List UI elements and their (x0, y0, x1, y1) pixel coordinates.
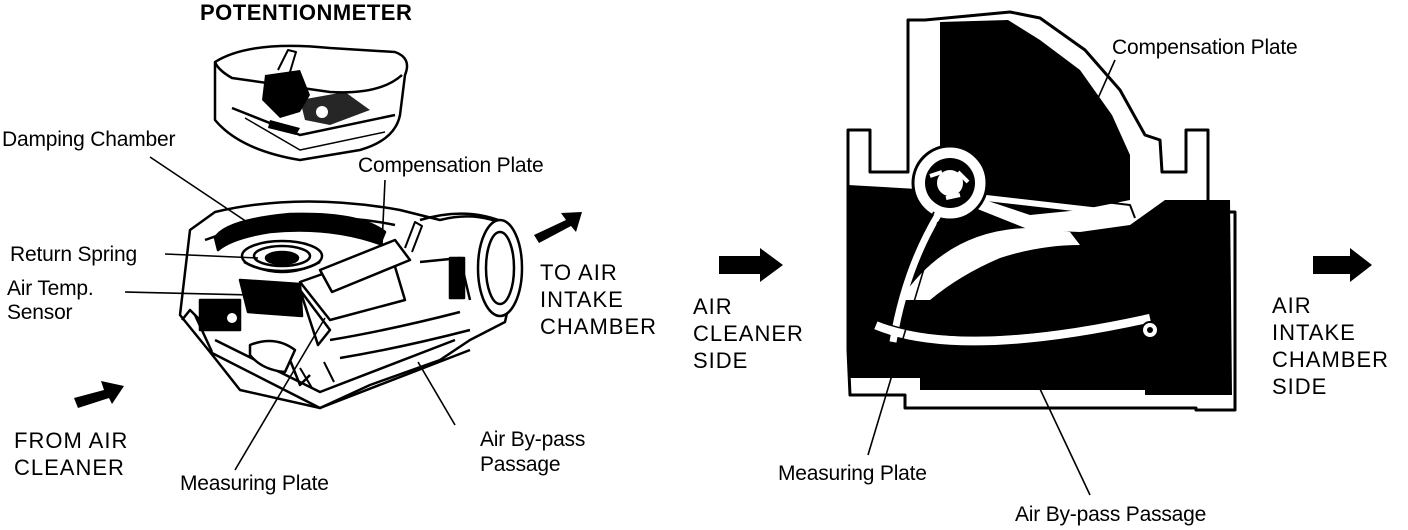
bypass-passage (874, 313, 1151, 346)
label-air-cleaner-side-1: AIR (693, 294, 733, 319)
label-bypass-left-2: Passage (480, 453, 561, 476)
label-air-intake-side-2: INTAKE (1272, 320, 1356, 345)
label-to-air-intake-1: TO AIR (540, 260, 618, 285)
right-leader-lines (867, 59, 1116, 496)
label-damping-chamber: Damping Chamber (2, 128, 176, 151)
label-air-intake-side-4: SIDE (1272, 374, 1328, 399)
label-potentiometer: POTENTIONMETER (200, 0, 413, 25)
label-return-spring: Return Spring (10, 243, 137, 266)
label-measuring-plate-left: Measuring Plate (180, 472, 329, 495)
potentiometer-assembly (213, 44, 409, 162)
label-air-temp-sensor-2: Sensor (7, 301, 73, 324)
left-flow-arrows (74, 212, 582, 408)
label-air-intake-side-1: AIR (1272, 293, 1312, 318)
label-compensation-plate-left: Compensation Plate (358, 154, 544, 177)
right-flow-arrows (719, 248, 1372, 282)
measuring-plate-sweep (900, 227, 1080, 300)
main-housing (178, 200, 524, 410)
label-to-air-intake-2: INTAKE (540, 287, 624, 312)
label-bypass-left-1: Air By-pass (480, 428, 586, 451)
from-air-cleaner-arrow (74, 381, 124, 408)
label-air-cleaner-side-2: CLEANER (693, 321, 804, 346)
air-intake-side-arrow (1313, 248, 1372, 282)
right-section-drawing (719, 10, 1372, 496)
label-to-air-intake-3: CHAMBER (540, 314, 658, 339)
label-bypass-right: Air By-pass Passage (1015, 503, 1207, 526)
label-compensation-plate-right: Compensation Plate (1112, 36, 1298, 59)
label-air-temp-sensor-1: Air Temp. (7, 277, 94, 300)
left-leader-lines (124, 156, 456, 471)
to-air-intake-arrow (534, 212, 582, 243)
label-air-intake-side-3: CHAMBER (1272, 347, 1390, 372)
damping-chamber-fill (940, 20, 1130, 215)
label-from-air-cleaner-2: CLEANER (14, 455, 125, 480)
label-measuring-plate-right: Measuring Plate (778, 462, 927, 485)
air-cleaner-side-arrow (719, 248, 783, 282)
left-cutaway-drawing (74, 44, 582, 471)
label-air-cleaner-side-3: SIDE (693, 348, 749, 373)
label-from-air-cleaner-1: FROM AIR (14, 428, 129, 453)
